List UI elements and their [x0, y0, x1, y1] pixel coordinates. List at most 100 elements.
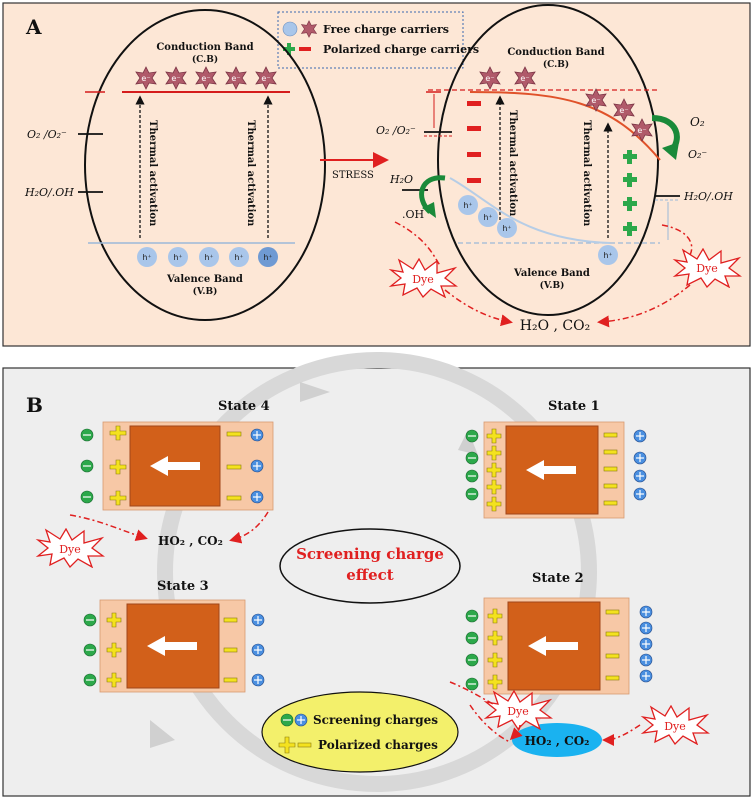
- center-label-line-1: Screening charge: [296, 545, 444, 563]
- stress-label: STRESS: [332, 170, 374, 181]
- legend-minus-icon: [299, 47, 311, 51]
- legend-polarized-icons: [278, 736, 312, 754]
- right-ellipse: [437, 4, 659, 316]
- state-1-block: [465, 421, 647, 519]
- cycle-ring: [157, 352, 597, 792]
- state-2-label: State 2: [532, 571, 584, 586]
- cycle-arrowhead-top: [300, 382, 330, 402]
- state-3-block: [83, 599, 265, 693]
- hole-label: h⁺: [173, 253, 182, 262]
- electron-label: e⁻: [485, 74, 494, 83]
- cycle-arrowhead-bottom: [150, 720, 175, 748]
- h2o-to-dye-path: [661, 224, 693, 256]
- right-band-diagram: Conduction Band (C.B) e⁻ e⁻ e⁻ e⁻ e⁻: [376, 4, 741, 334]
- legend-box: [277, 11, 464, 69]
- electron-label: e⁻: [591, 96, 600, 105]
- state-4-label: State 4: [218, 399, 270, 414]
- legend-hole-icon: [282, 21, 298, 37]
- state4-arrow-to-products: [229, 511, 269, 544]
- electron-label: e⁻: [637, 126, 646, 135]
- left-thermal-label-1: Thermal activation: [147, 120, 158, 227]
- state-1-label: State 1: [548, 399, 600, 414]
- right-o2minus-label: O₂⁻: [688, 148, 707, 161]
- panel-b-legend: [261, 691, 459, 773]
- electron-label: e⁻: [141, 74, 150, 83]
- center-label-line-2: effect: [346, 566, 394, 584]
- right-o2-label: O₂ /O₂⁻: [376, 124, 416, 137]
- right-oh-label: .OH: [402, 208, 424, 221]
- hole-label: h⁺: [502, 224, 511, 233]
- right-vb-bent-curve: [449, 177, 611, 244]
- electron-label: e⁻: [261, 74, 270, 83]
- legend-polarized-label: Polarized charge carriers: [323, 43, 479, 56]
- products-left: HO₂ , CO₂: [158, 534, 223, 548]
- right-cb-label: Conduction Band: [507, 47, 604, 58]
- legend-screening-label: Screening charges: [313, 713, 438, 727]
- h2o-green-arrowhead: [422, 202, 436, 218]
- right-vb-label: Valence Band: [513, 268, 590, 279]
- right-o2-top-label: O₂: [690, 115, 705, 129]
- polarization-arrow: [150, 456, 200, 476]
- dye-right-label: Dye: [696, 262, 718, 275]
- right-vb-abbr: (V.B): [540, 280, 565, 291]
- legend-free-label: Free charge carriers: [323, 23, 449, 36]
- polarization-arrow: [147, 636, 197, 656]
- center-ellipse: [279, 528, 461, 604]
- panel-a: A Free charge carriers Polarized charge …: [2, 2, 751, 347]
- right-h2o-right-label: H₂O/.OH: [683, 190, 733, 203]
- state-3-label: State 3: [157, 579, 209, 594]
- state-2-block: [465, 597, 653, 695]
- dye-label: Dye: [664, 720, 686, 733]
- left-cb-label: Conduction Band: [156, 42, 253, 53]
- products-right: HO₂ , CO₂: [525, 734, 590, 748]
- panel-a-legend: Free charge carriers Polarized charge ca…: [277, 11, 479, 69]
- cycle-arrowhead-right: [458, 430, 478, 455]
- oh-to-dye-path: [394, 221, 441, 266]
- right-h2o-label: H₂O: [389, 173, 413, 186]
- electron-label: e⁻: [201, 74, 210, 83]
- state2-arrow-to-dye: [449, 681, 496, 706]
- left-vb-abbr: (V.B): [193, 286, 218, 297]
- left-cb-abbr: (C.B): [192, 54, 218, 65]
- state2-dash-path: [469, 704, 511, 743]
- left-vb-label: Valence Band: [166, 274, 243, 285]
- right-negative-polarized: [467, 101, 481, 183]
- hole-label: h⁺: [142, 253, 151, 262]
- dye-label: Dye: [59, 543, 81, 556]
- left-ellipse: [84, 9, 326, 321]
- right-cb-abbr: (C.B): [543, 59, 569, 70]
- state-4-block: [80, 421, 274, 511]
- panel-a-letter: A: [25, 15, 42, 39]
- panel-b: B State 4 State 1 State 3 State 2: [2, 352, 751, 797]
- right-holes: [458, 195, 618, 265]
- o2-green-arrowhead: [662, 142, 679, 160]
- electron-label: e⁻: [520, 74, 529, 83]
- left-thermal-label-2: Thermal activation: [245, 120, 256, 227]
- dye-label: Dye: [507, 705, 529, 718]
- hole-label: h⁺: [483, 213, 492, 222]
- right-thermal-label-1: Thermal activation: [507, 110, 518, 217]
- left-holes: [137, 247, 278, 267]
- hole-label: h⁺: [603, 251, 612, 260]
- hole-label: h⁺: [463, 201, 472, 210]
- left-o2-label: O₂ /O₂⁻: [27, 128, 67, 141]
- electron-label: e⁻: [619, 106, 628, 115]
- dye-right-to-products-path: [597, 284, 691, 328]
- right-positive-polarized: [623, 150, 637, 236]
- legend-plus-icon: [283, 43, 295, 55]
- hole-label: h⁺: [204, 253, 213, 262]
- panel-b-letter: B: [26, 393, 43, 417]
- legend-polarized-label: Polarized charges: [318, 738, 438, 752]
- dye-arrow-to-products-left: [69, 514, 148, 541]
- legend-screening-icons: [280, 713, 308, 727]
- hole-label: h⁺: [263, 253, 272, 262]
- left-band-diagram: Conduction Band (C.B) e⁻ e⁻ e⁻ e⁻ e⁻ The: [24, 9, 326, 321]
- hole-label: h⁺: [234, 253, 243, 262]
- products-right-ellipse: [512, 723, 602, 757]
- panel-a-products: H₂O , CO₂: [520, 318, 590, 334]
- dye-right-arrow-to-products: [602, 724, 641, 746]
- right-thermal-label-2: Thermal activation: [581, 120, 592, 227]
- electron-label: e⁻: [171, 74, 180, 83]
- polarization-arrow: [526, 460, 576, 480]
